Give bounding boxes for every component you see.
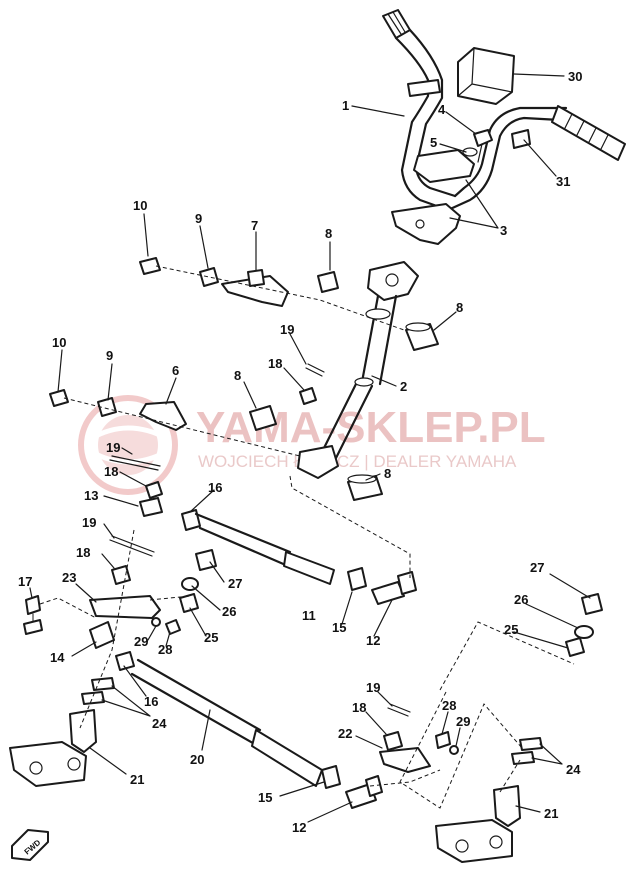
callout-18-upper: 18	[268, 356, 282, 371]
callout-17: 17	[18, 574, 32, 589]
callout-20: 20	[190, 752, 204, 767]
callout-30: 30	[568, 69, 582, 84]
callout-10-upper: 10	[133, 198, 147, 213]
watermark-title: YAMA-SKLEP.PL	[196, 403, 546, 452]
callout-14: 14	[50, 650, 65, 665]
callout-18-right: 18	[352, 700, 366, 715]
callout-7: 7	[251, 218, 258, 233]
callout-6: 6	[172, 363, 179, 378]
callout-13: 13	[84, 488, 98, 503]
callout-16-upper: 16	[208, 480, 222, 495]
callout-21-right: 21	[544, 806, 558, 821]
callout-23: 23	[62, 570, 76, 585]
handlebar	[382, 9, 626, 245]
callout-21-left: 21	[130, 772, 144, 787]
callout-9-upper: 9	[195, 211, 202, 226]
callout-27-left: 27	[228, 576, 242, 591]
callout-25-right: 25	[504, 622, 518, 637]
watermark-subtitle: WOJCIECH ŁOWICZ | DEALER YAMAHA	[198, 452, 517, 471]
watermark-logo	[78, 395, 178, 495]
right-knuckle-assembly	[379, 593, 603, 863]
callout-8-lower: 8	[384, 466, 391, 481]
callout-26-right: 26	[514, 592, 528, 607]
callout-9-left: 9	[106, 348, 113, 363]
callout-24-left: 24	[152, 716, 167, 731]
callout-15-upper: 15	[332, 620, 346, 635]
callout-15-lower: 15	[258, 790, 272, 805]
callout-19-left: 19	[106, 440, 120, 455]
left-knuckle-assembly	[9, 535, 217, 787]
callout-27-right: 27	[530, 560, 544, 575]
callout-4: 4	[438, 102, 446, 117]
assembly-lines	[39, 265, 575, 809]
callout-19-upper: 19	[280, 322, 294, 337]
callout-12-upper: 12	[366, 633, 380, 648]
left-arm-group	[49, 389, 187, 499]
callout-11: 11	[302, 608, 316, 623]
callout-28-right: 28	[442, 698, 456, 713]
callout-8-right: 8	[456, 300, 463, 315]
callout-28-left: 28	[158, 642, 172, 657]
forward-arrow: FWD	[11, 829, 49, 861]
callout-31: 31	[556, 174, 570, 189]
bushings	[249, 271, 439, 501]
leader-lines	[29, 73, 591, 823]
callout-2: 2	[400, 379, 407, 394]
callout-3: 3	[500, 223, 507, 238]
callout-22: 22	[338, 726, 352, 741]
callout-8-upper: 8	[325, 226, 332, 241]
callout-labels: 30 1 4 5 31 3 10 9 7 8 8 19 18 2 10 9 6 …	[18, 69, 582, 835]
tie-rod-11	[139, 497, 417, 605]
callout-19-right: 19	[366, 680, 380, 695]
callout-19-mid: 19	[82, 515, 96, 530]
callout-12-lower: 12	[292, 820, 306, 835]
callout-10-left: 10	[52, 335, 66, 350]
steering-column	[297, 261, 419, 479]
callout-16-lower: 16	[144, 694, 158, 709]
callout-1: 1	[342, 98, 349, 113]
callout-5: 5	[430, 135, 437, 150]
callout-29-left: 29	[134, 634, 148, 649]
callout-18-mid: 18	[76, 545, 90, 560]
callout-24-right: 24	[566, 762, 581, 777]
callout-25-left: 25	[204, 630, 218, 645]
callout-29-right: 29	[456, 714, 470, 729]
callout-8-left: 8	[234, 368, 241, 383]
callout-26-left: 26	[222, 604, 236, 619]
callout-18-left: 18	[104, 464, 118, 479]
